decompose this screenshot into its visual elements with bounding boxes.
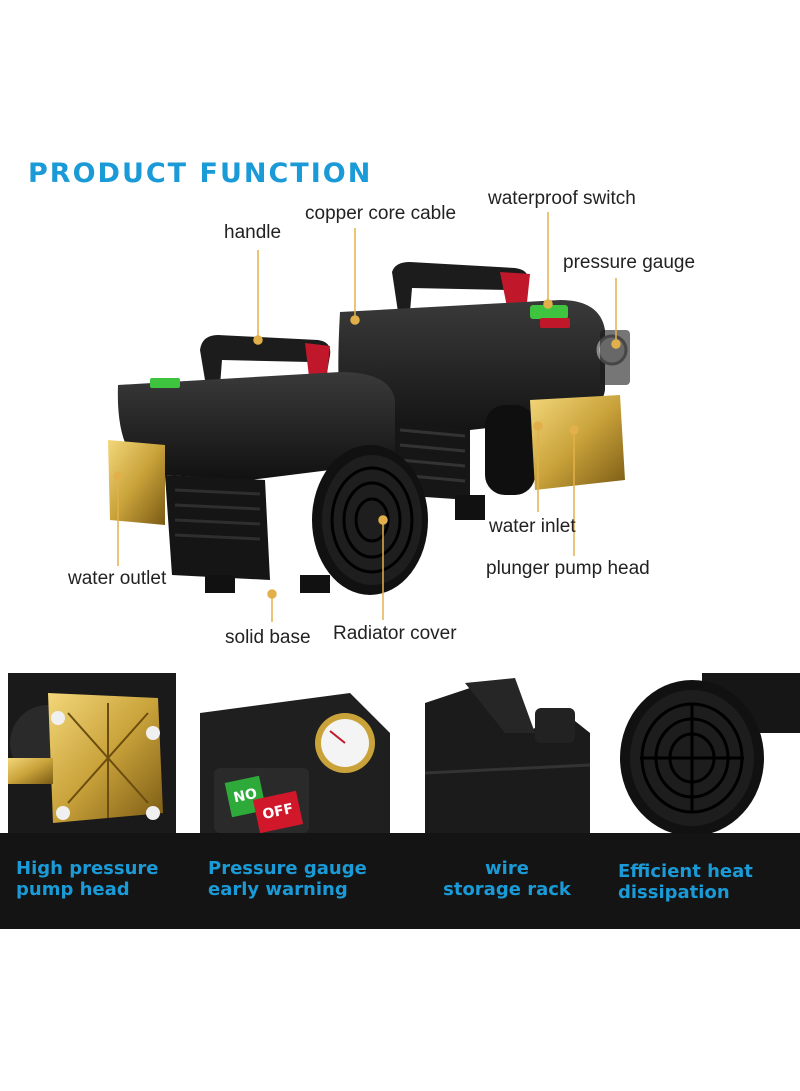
label-handle: handle bbox=[224, 222, 282, 243]
features-strip bbox=[0, 833, 800, 929]
rear-unit bbox=[338, 262, 630, 520]
panel-pump-head bbox=[8, 673, 176, 833]
label-plunger-pump-head: plunger pump head bbox=[486, 558, 650, 579]
feature-line: storage rack bbox=[443, 879, 571, 900]
feature-line: wire bbox=[485, 858, 529, 879]
feature-line: early warning bbox=[208, 879, 348, 900]
label-copper-core-cable: copper core cable bbox=[305, 203, 457, 224]
panel-wire-rack bbox=[425, 673, 590, 833]
label-pressure-gauge: pressure gauge bbox=[563, 252, 696, 273]
feature-line: High pressure bbox=[16, 858, 159, 879]
feature-line: Pressure gauge bbox=[208, 858, 367, 879]
feature-caption-wire-rack: wire storage rack bbox=[432, 858, 582, 900]
label-radiator-cover: Radiator cover bbox=[333, 623, 457, 644]
panel-pressure-gauge: NO OFF bbox=[200, 673, 390, 833]
pressure-washer-illustration bbox=[108, 212, 630, 622]
label-water-outlet: water outlet bbox=[68, 568, 167, 589]
label-waterproof-switch: waterproof switch bbox=[488, 188, 636, 209]
feature-caption-pressure-gauge: Pressure gauge early warning bbox=[208, 858, 367, 900]
feature-line: pump head bbox=[16, 879, 130, 900]
leader-lines bbox=[113, 212, 621, 622]
feature-line: Efficient heat bbox=[618, 861, 753, 882]
feature-line: dissipation bbox=[618, 882, 730, 903]
label-solid-base: solid base bbox=[225, 627, 311, 648]
panel-heat-dissipation bbox=[612, 673, 800, 833]
page-title: PRODUCT FUNCTION bbox=[28, 158, 373, 189]
feature-caption-heat-dissipation: Efficient heat dissipation bbox=[618, 861, 753, 903]
front-unit bbox=[108, 335, 428, 595]
label-water-inlet: water inlet bbox=[489, 516, 576, 537]
feature-caption-pump-head: High pressure pump head bbox=[16, 858, 159, 900]
